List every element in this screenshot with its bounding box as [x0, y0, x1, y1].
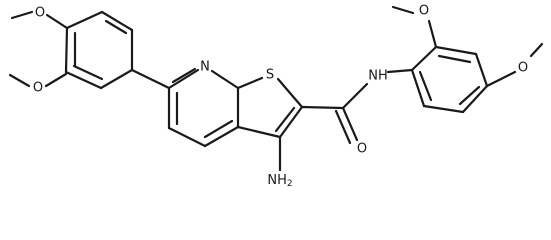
bond	[410, 68, 426, 108]
bond	[64, 26, 69, 74]
bond	[422, 104, 465, 114]
bond	[341, 106, 359, 142]
bond	[167, 68, 200, 90]
atom-o-mid-left: O	[33, 81, 43, 96]
bond	[171, 67, 197, 84]
bond	[203, 119, 234, 139]
atom-o-top-right: O	[419, 4, 429, 19]
bond	[104, 19, 128, 35]
bond	[10, 10, 34, 20]
bond	[167, 126, 207, 148]
bond	[64, 70, 103, 90]
bond	[72, 64, 104, 81]
bond	[278, 105, 304, 139]
atom-labels: O O N S NH O O O NH2	[33, 4, 528, 190]
bond	[300, 105, 345, 110]
bond	[203, 125, 240, 148]
bond	[8, 73, 31, 88]
chemical-structure-diagram: O O N S NH O O O NH2	[8, 4, 544, 190]
bond	[274, 106, 296, 133]
bond	[334, 109, 352, 145]
bond	[236, 76, 264, 90]
bond	[210, 69, 240, 90]
amino-subscript: 2	[287, 179, 293, 189]
bond	[437, 54, 472, 64]
bond	[529, 42, 544, 58]
bond	[341, 82, 369, 110]
bond	[434, 45, 478, 56]
atom-o-right: O	[518, 61, 528, 76]
bond	[65, 10, 104, 30]
bond	[427, 19, 438, 49]
bond	[44, 72, 68, 88]
amino-nh: NH	[267, 173, 287, 188]
bond	[386, 68, 414, 74]
bond	[236, 125, 282, 139]
bond	[410, 45, 438, 72]
atom-n-amide: NH	[368, 69, 388, 84]
atom-amino: NH2	[267, 173, 292, 190]
bond	[458, 85, 481, 106]
atom-n-pyridine: N	[200, 60, 210, 75]
atom-o-carbonyl: O	[357, 142, 367, 157]
bond	[461, 84, 489, 114]
bond	[418, 70, 433, 102]
bond	[391, 5, 415, 15]
bond	[276, 77, 304, 109]
bond	[99, 68, 134, 90]
atom-o-top-left: O	[35, 6, 45, 21]
bond-lines	[8, 5, 544, 172]
bond	[45, 13, 69, 30]
bond	[130, 68, 171, 90]
bond	[485, 70, 517, 88]
bond	[474, 52, 489, 88]
bond	[100, 10, 134, 32]
atom-s-thiophene: S	[266, 68, 274, 83]
